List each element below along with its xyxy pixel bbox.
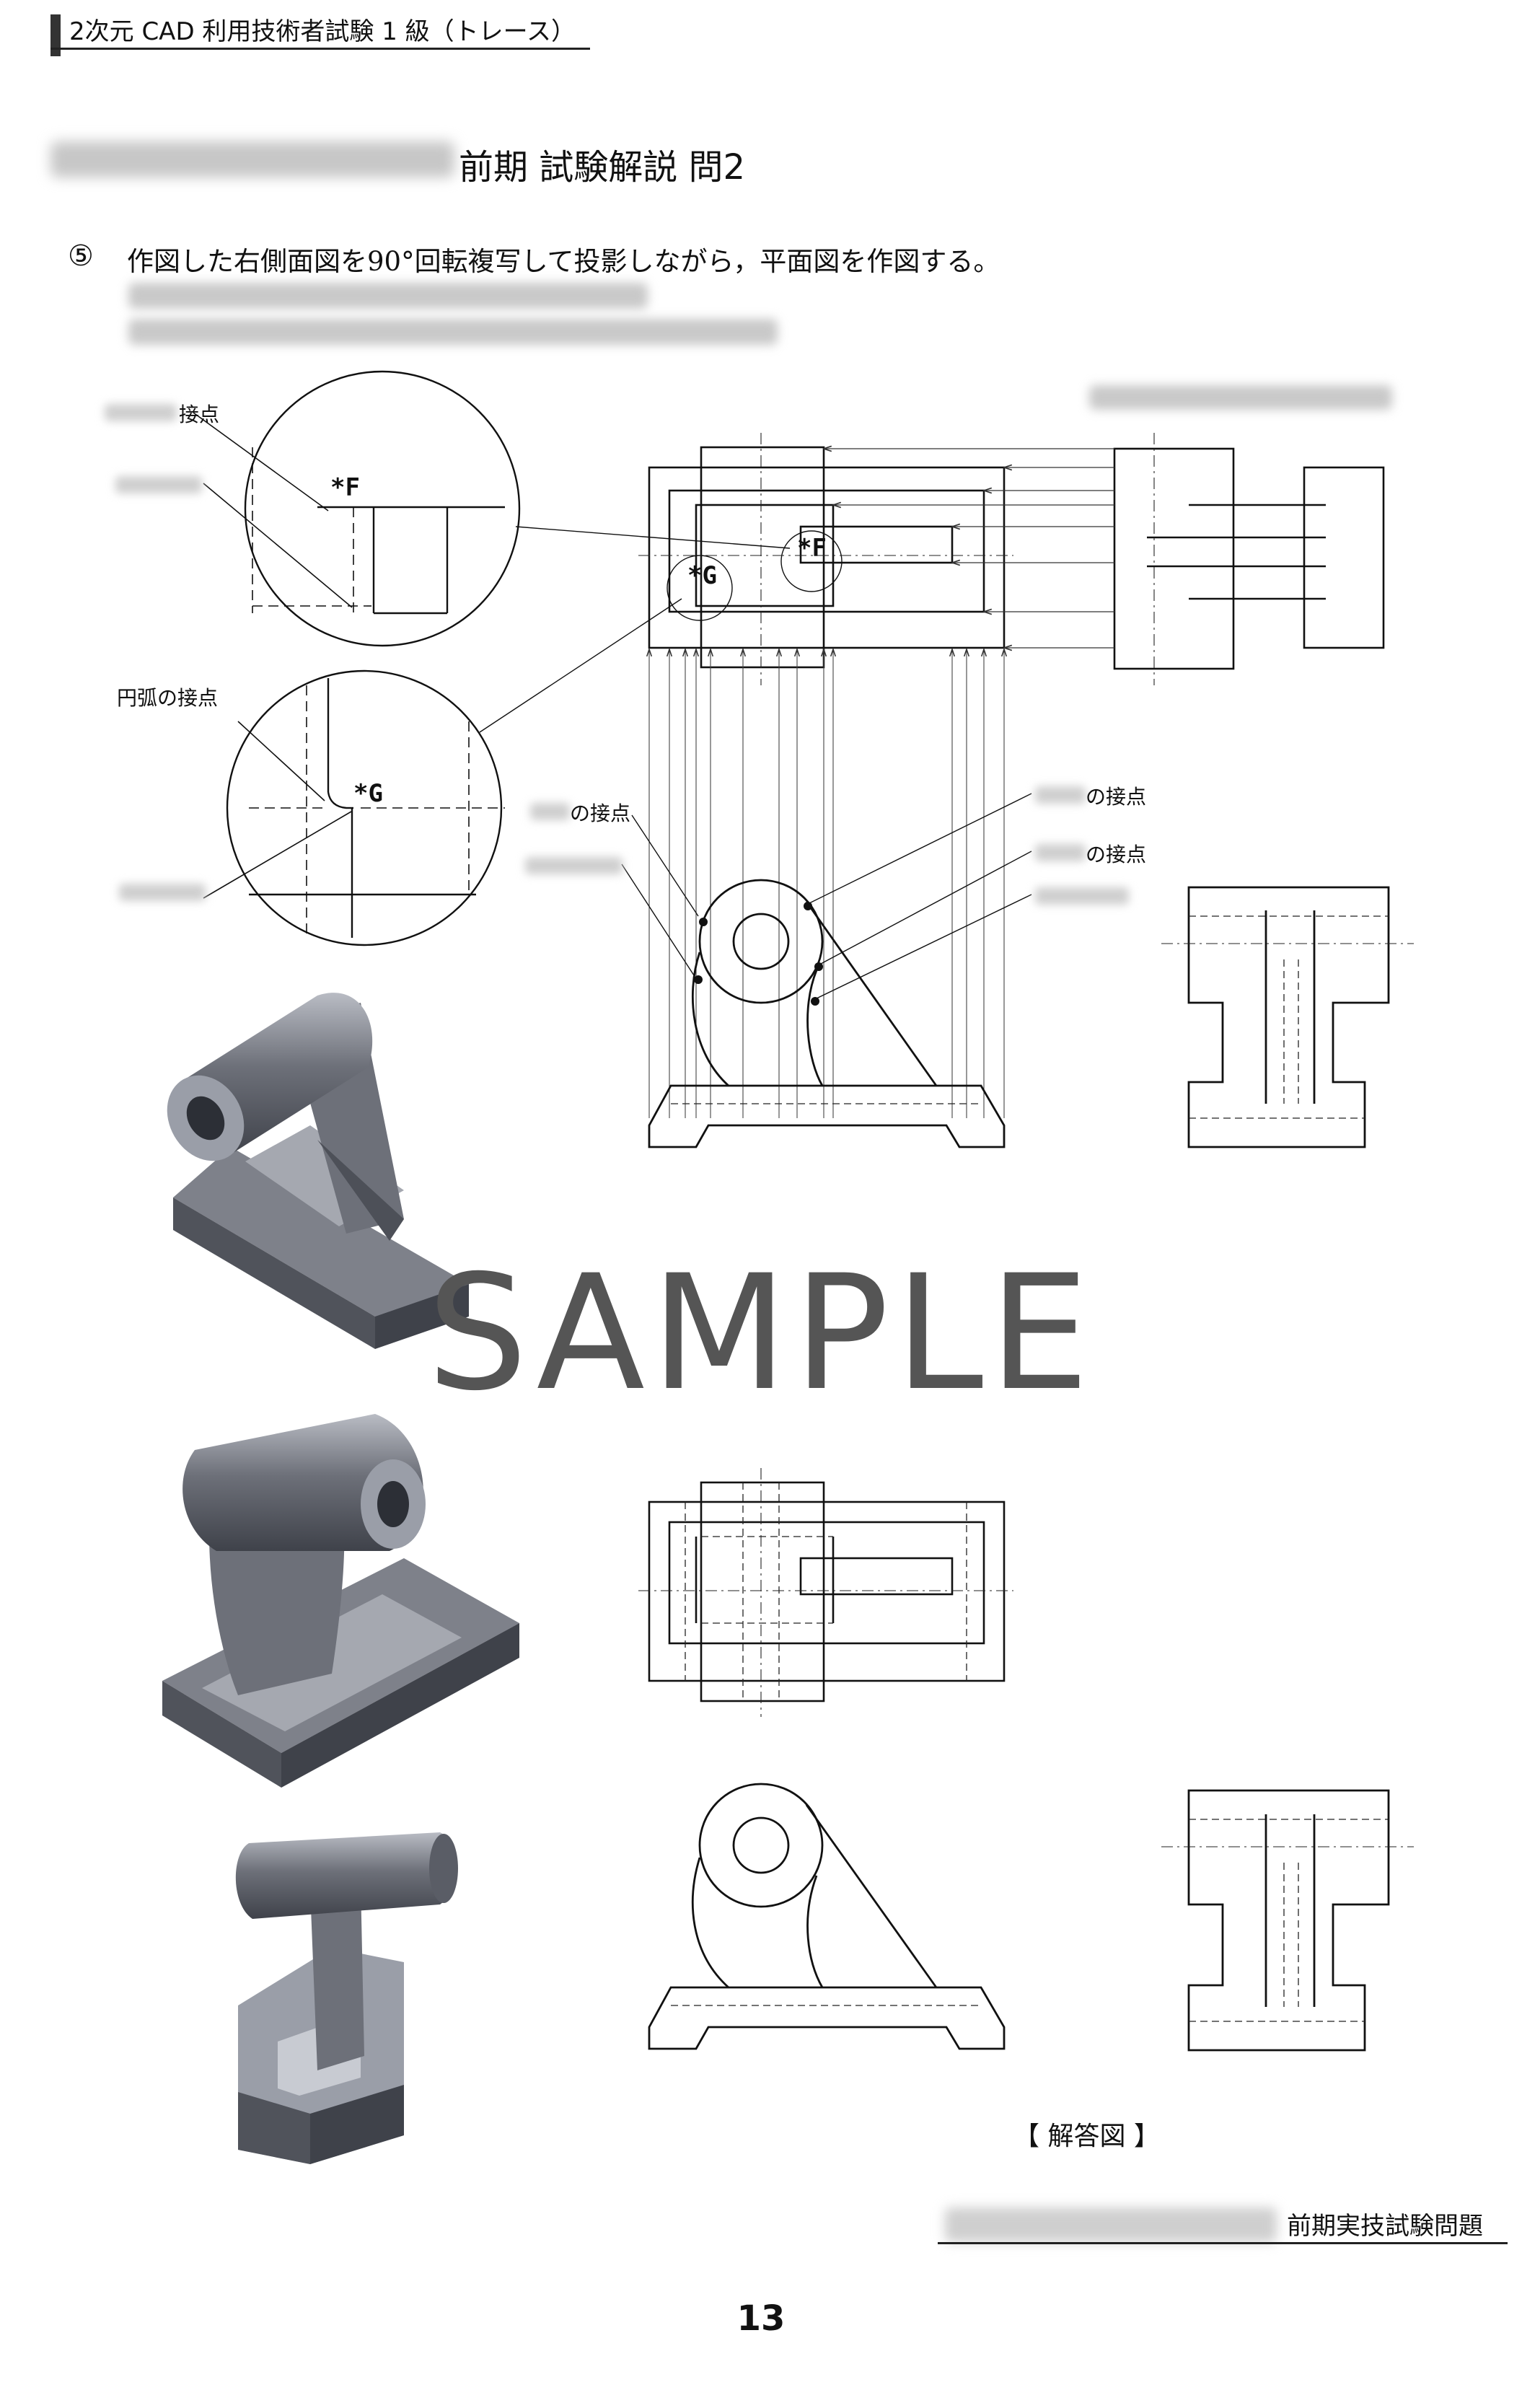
footer-underline bbox=[938, 2242, 1508, 2244]
footer-title: 前期実技試験問題 bbox=[1287, 2212, 1483, 2241]
leader-line bbox=[203, 811, 352, 899]
blurred-instruction-line-2 bbox=[128, 319, 778, 345]
step-number: ⑤ bbox=[68, 240, 94, 273]
leader-line bbox=[193, 412, 329, 511]
plan-view-construction bbox=[648, 446, 1006, 669]
answer-side-view bbox=[1187, 1789, 1390, 2052]
step-text: 作図した右側面図を90°回転複写して投影しながら，平面図を作図する。 bbox=[127, 246, 1000, 277]
page-number: 13 bbox=[736, 2298, 786, 2339]
front-view bbox=[648, 879, 1006, 1148]
isometric-solid-2 bbox=[162, 1414, 519, 1788]
isometric-solid-3 bbox=[235, 1832, 458, 2164]
marker-g-plan: *G bbox=[687, 561, 717, 590]
detail-circle-f bbox=[244, 370, 521, 647]
label-blurred bbox=[115, 476, 202, 493]
label-tangent-1: 接点 bbox=[179, 403, 220, 426]
label-blurred bbox=[1035, 887, 1129, 905]
blurred-instruction-line-1 bbox=[128, 283, 648, 309]
rotated-side-view bbox=[1113, 447, 1385, 670]
label-tangent-2: の接点 bbox=[570, 801, 631, 825]
label-arc-tangent-1: 円弧の接点 bbox=[117, 686, 219, 710]
header-title: 2次元 CAD 利用技術者試験 1 級（トレース） bbox=[69, 17, 576, 46]
label-tangent-4: の接点 bbox=[1086, 843, 1147, 866]
answer-front-view bbox=[648, 1783, 1006, 2050]
isometric-solid-1 bbox=[167, 993, 469, 1349]
label-blurred bbox=[1035, 786, 1086, 804]
label-blurred bbox=[119, 884, 206, 901]
section-title: 前期 試験解説 問2 bbox=[459, 147, 746, 188]
marker-f-detail: *F bbox=[330, 473, 360, 502]
label-blurred bbox=[525, 857, 623, 874]
leader-line bbox=[237, 721, 325, 801]
leader-line bbox=[203, 483, 353, 608]
label-blurred bbox=[105, 404, 177, 421]
blurred-caption-rotate bbox=[1089, 385, 1392, 410]
header-bar bbox=[50, 14, 61, 56]
label-tangent-3: の接点 bbox=[1086, 785, 1147, 809]
answer-plan-view bbox=[648, 1481, 1006, 1702]
answer-label: 【 解答図 】 bbox=[1013, 2122, 1160, 2151]
label-blurred bbox=[1035, 844, 1086, 861]
marker-g-detail: *G bbox=[353, 779, 383, 808]
detail-circle-g bbox=[226, 669, 505, 946]
title-blurred-prefix bbox=[50, 141, 454, 177]
side-view bbox=[1187, 886, 1390, 1148]
sample-watermark: SAMPLE bbox=[426, 1241, 1096, 1425]
marker-f-plan: *F bbox=[797, 534, 827, 563]
header-underline bbox=[50, 48, 590, 50]
label-blurred bbox=[530, 803, 570, 820]
footer-blurred-prefix bbox=[945, 2207, 1277, 2242]
